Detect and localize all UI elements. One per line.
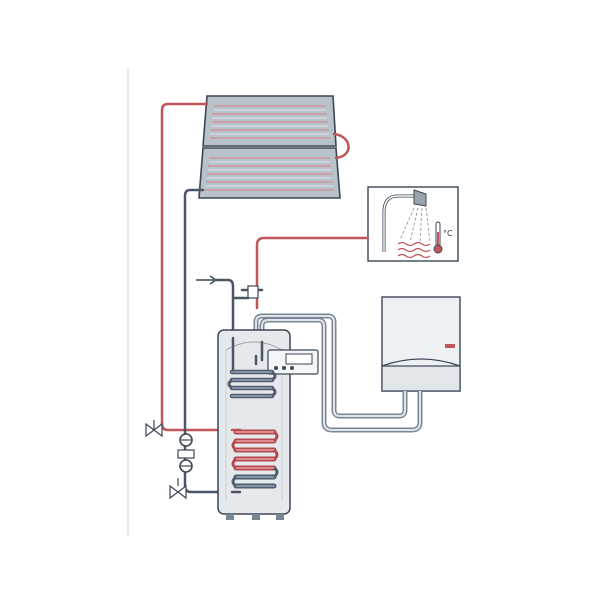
temperature-unit-label: °C	[443, 229, 453, 238]
water-spray-icon	[399, 207, 431, 244]
controller-button[interactable]	[290, 366, 294, 370]
shower-panel: °C	[367, 186, 459, 262]
controller-display	[285, 353, 313, 365]
collector-interconnect-pipe	[332, 132, 350, 160]
cold-water-inlet-pipe	[214, 278, 235, 340]
pump	[177, 433, 195, 473]
collector-top	[202, 95, 337, 147]
boiler	[381, 296, 461, 392]
shower-head-icon	[413, 189, 427, 207]
boiler-heat-exchanger-coil	[227, 340, 277, 399]
cold-water-inlet-arrow	[196, 275, 218, 285]
solar-flow-pipe	[160, 102, 234, 432]
mixing-valve	[231, 285, 264, 300]
collector-tubes	[205, 105, 334, 191]
valve	[145, 420, 163, 438]
controller-button[interactable]	[274, 366, 278, 370]
tank-controller[interactable]	[267, 349, 319, 375]
controller-button[interactable]	[282, 366, 286, 370]
solar-collector-panel	[198, 95, 341, 199]
hot-water-waves-icon	[397, 241, 431, 259]
valve	[169, 478, 187, 500]
hot-water-supply-pipe	[255, 236, 370, 310]
solar-heat-exchanger-coil	[230, 428, 279, 494]
solar-return-pipe	[183, 188, 234, 494]
thermometer-icon	[433, 221, 443, 254]
collector-bottom	[198, 147, 341, 199]
